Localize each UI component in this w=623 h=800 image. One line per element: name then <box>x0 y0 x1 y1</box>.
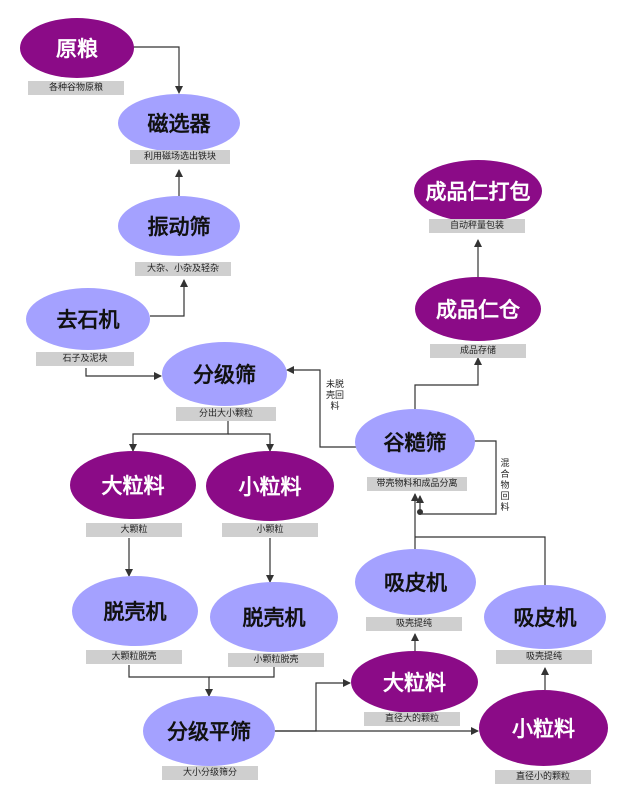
node-large-grain-1: 大粒料 <box>70 451 196 519</box>
node-destoner: 去石机 <box>26 288 150 350</box>
caption-kernel-bin: 成品存储 <box>430 344 526 358</box>
node-huller-large: 脱壳机 <box>72 576 198 646</box>
edge-mixed-return <box>416 440 497 515</box>
caption-huller-large: 大颗粒脱壳 <box>86 650 182 664</box>
caption-aspirator-1: 吸壳提纯 <box>366 617 462 631</box>
node-vibrating-screen: 振动筛 <box>118 196 240 256</box>
edge-huller-small-join <box>209 667 275 678</box>
caption-grading-plansifter: 大小分级筛分 <box>162 766 258 780</box>
caption-grading-screen: 分出大小颗粒 <box>176 407 276 421</box>
node-aspirator-2: 吸皮机 <box>484 585 606 649</box>
node-raw-grain: 原粮 <box>20 18 134 78</box>
edge-grading-to-small <box>228 433 274 452</box>
caption-aspirator-2: 吸壳提纯 <box>496 650 592 664</box>
caption-magnetic-separator: 利用磁场选出铁块 <box>130 150 230 164</box>
caption-huller-small: 小颗粒脱壳 <box>228 653 324 667</box>
node-grading-screen: 分级筛 <box>162 342 287 406</box>
node-kernel-bin: 成品仁仓 <box>415 277 541 341</box>
edge-aspirator2-to-paddy <box>415 536 546 585</box>
caption-raw-grain: 各种谷物原粮 <box>28 81 124 95</box>
node-aspirator-1: 吸皮机 <box>355 549 476 615</box>
node-large-grain-2: 大粒料 <box>351 651 478 713</box>
node-paddy-separator: 谷糙筛 <box>355 409 475 475</box>
node-kernel-packing: 成品仁打包 <box>414 160 542 222</box>
edge-hullers-to-plansifter <box>128 665 213 697</box>
caption-destoner: 石子及泥块 <box>36 352 134 366</box>
edge-label-unhulled-return: 未脱壳回料 <box>325 380 344 412</box>
edge-label-mixed-return: 混合物回料 <box>500 459 510 513</box>
edge-paddy-to-grading <box>286 366 356 448</box>
edge-raw-to-magnetic <box>133 46 183 94</box>
node-small-grain-2: 小粒料 <box>479 690 608 766</box>
edge-grading-split <box>129 421 229 452</box>
edge-paddy-to-bin <box>414 357 482 409</box>
caption-vibrating-screen: 大杂、小杂及轻杂 <box>135 262 231 276</box>
node-huller-small: 脱壳机 <box>210 582 338 652</box>
junction-dot <box>417 509 423 515</box>
caption-kernel-packing: 自动秤量包装 <box>429 219 525 233</box>
caption-small-grain-1: 小颗粒 <box>222 523 318 537</box>
caption-large-grain-1: 大颗粒 <box>86 523 182 537</box>
node-small-grain-1: 小粒料 <box>206 451 334 521</box>
edge-destoner-to-grading <box>85 368 162 380</box>
caption-large-grain-2: 直径大的颗粒 <box>364 712 460 726</box>
edge-destoner-to-vibrating <box>150 279 188 317</box>
node-grading-plansifter: 分级平筛 <box>143 696 275 766</box>
node-magnetic-separator: 磁选器 <box>118 94 240 152</box>
caption-paddy-separator: 带壳物料和成品分离 <box>367 477 467 491</box>
edge-plansifter-to-large <box>274 679 351 732</box>
caption-small-grain-2: 直径小的颗粒 <box>495 770 591 784</box>
